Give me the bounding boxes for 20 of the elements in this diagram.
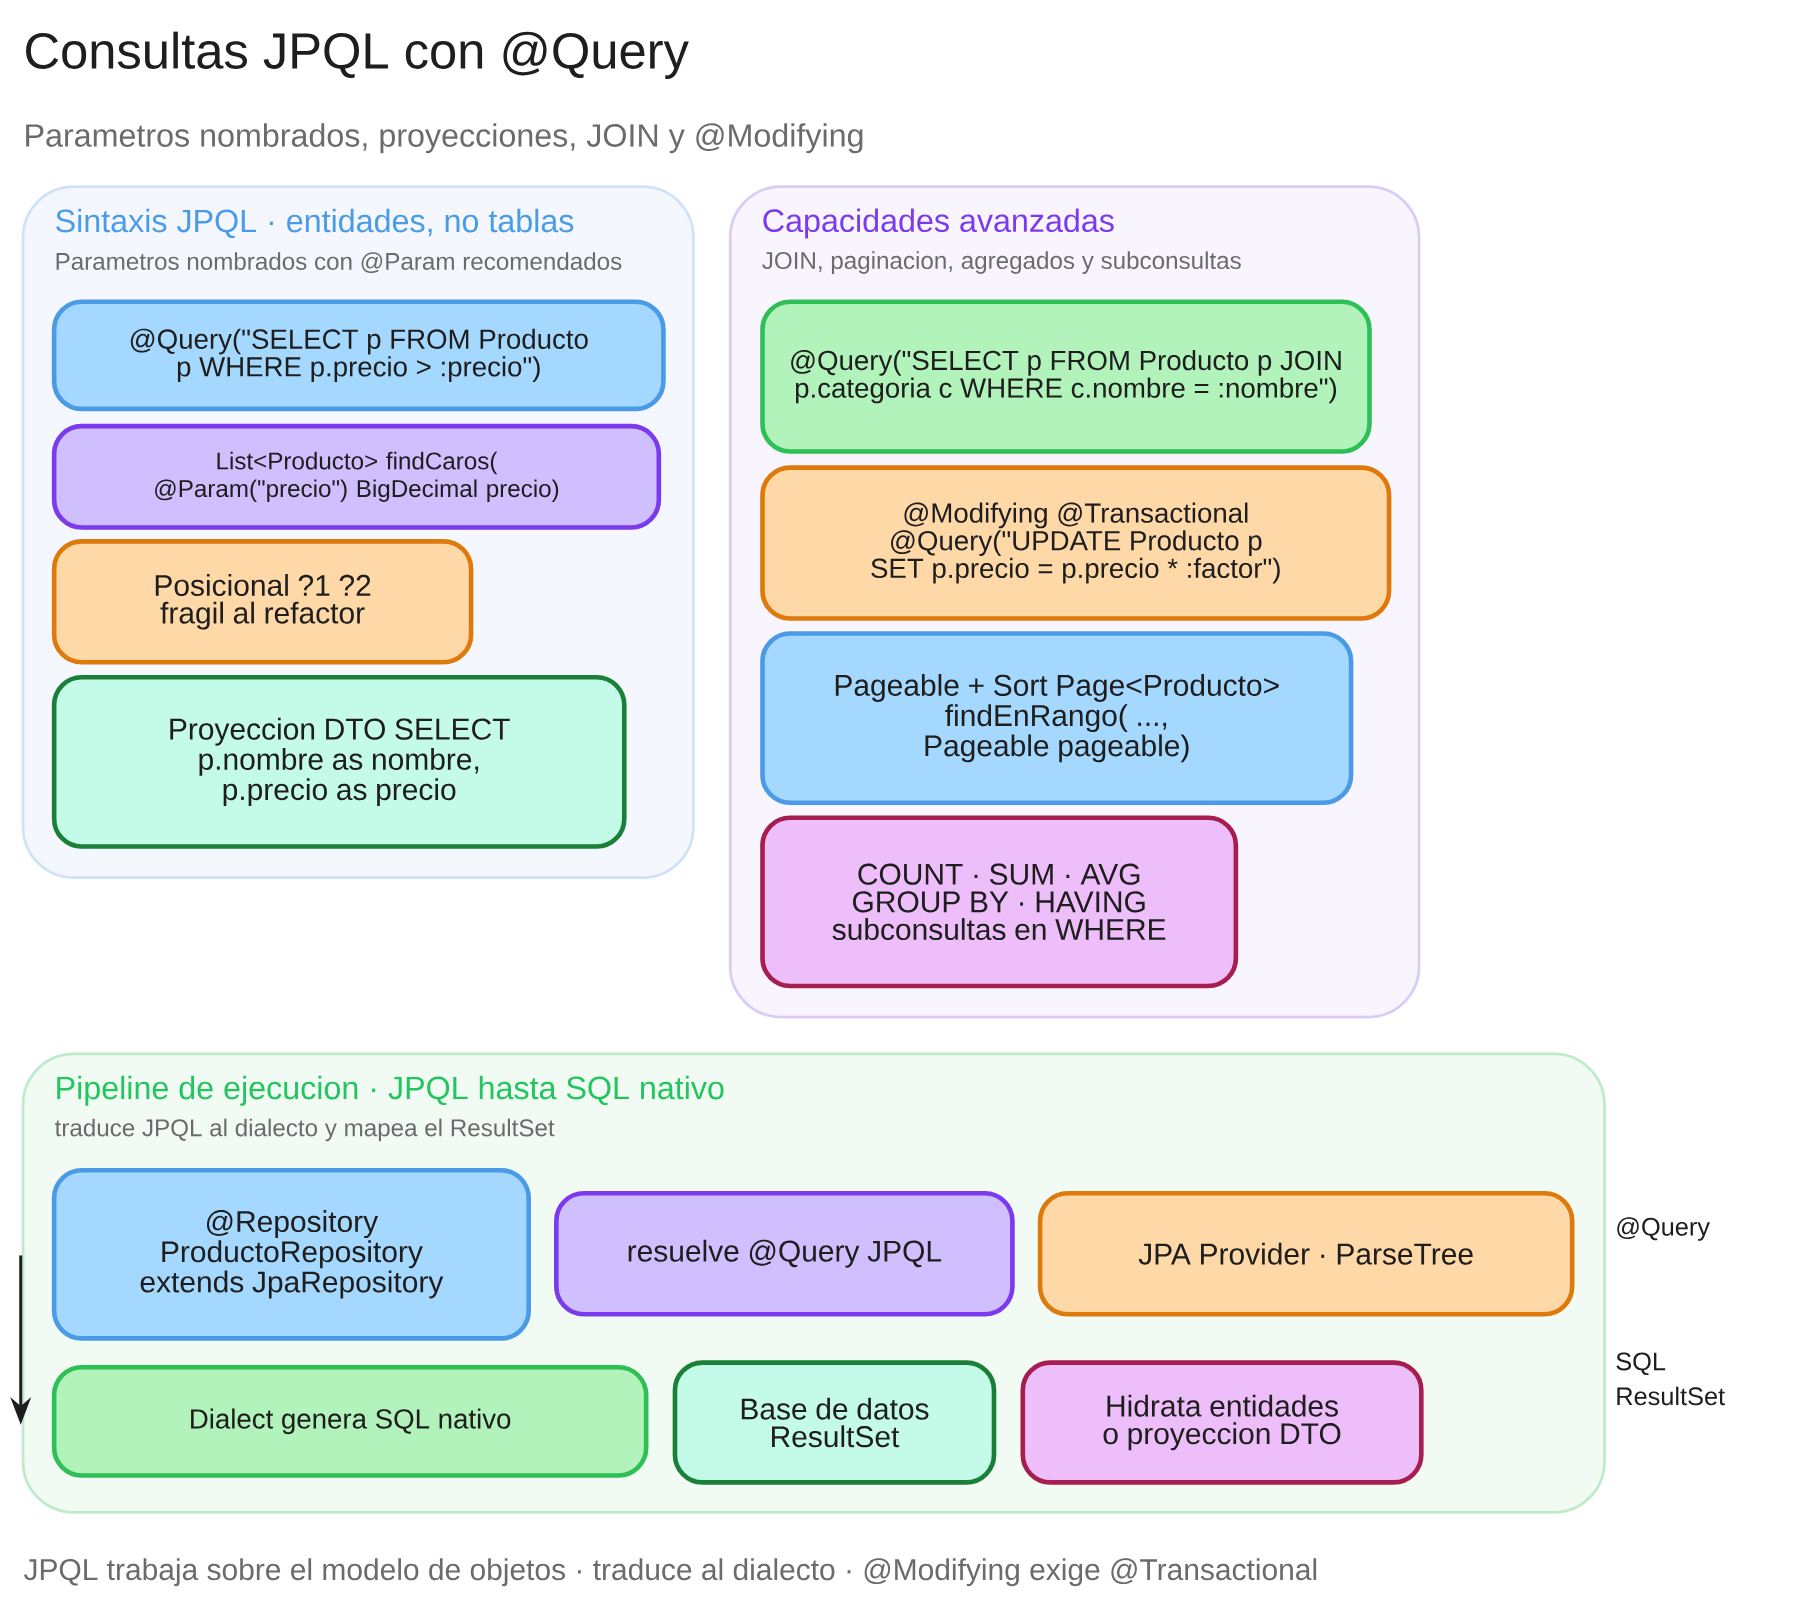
code-box: @Repository ProductoRepository extends JpaRepository: [51, 1167, 531, 1341]
side-label: @Query: [1617, 1217, 1710, 1241]
code-box: Pageable + Sort Page<Producto> findEnRango( ..., Pageable pageable): [760, 631, 1354, 805]
code-box: Proyeccion DTO SELECT p.nombre as nombre, p.precio as precio: [51, 674, 627, 849]
code-box: @Query("SELECT p FROM Producto p WHERE p.precio > :precio"): [51, 299, 666, 412]
side-label: ResultSet: [1617, 1386, 1725, 1406]
code-box: List<Producto> findCaros( @Param("precio") BigDecimal precio): [51, 423, 662, 530]
code-box: Hidrata entidades o proyeccion DTO: [1020, 1360, 1424, 1485]
side-label: SQL: [1616, 1352, 1666, 1375]
code-box: Posicional ?1 ?2 fragil al refactor: [51, 538, 474, 665]
subtitle: Parametros nombrados, proyecciones, JOIN y @Modifying: [26, 123, 863, 154]
code-box: resuelve @Query JPQL: [554, 1190, 1015, 1317]
code-box: Dialect genera SQL nativo: [51, 1364, 649, 1478]
code-box: COUNT · SUM · AVG GROUP BY · HAVING subconsultas en WHERE: [760, 815, 1239, 989]
code-box: Base de datos ResultSet: [672, 1360, 997, 1485]
code-box: JPA Provider · ParseTree: [1037, 1190, 1575, 1317]
title: Consultas JPQL con @Query: [26, 31, 689, 79]
code-box: @Query("SELECT p FROM Producto p JOIN p.categoria c WHERE c.nombre = :nombre"): [760, 299, 1372, 454]
code-box: @Modifying @Transactional @Query("UPDATE Producto p SET p.precio = p.precio * :factor"): [760, 465, 1392, 621]
caption: JPQL trabaja sobre el modelo de objetos · traduce al dialecto · @Modifying exige @Transactional: [23, 1558, 1317, 1586]
